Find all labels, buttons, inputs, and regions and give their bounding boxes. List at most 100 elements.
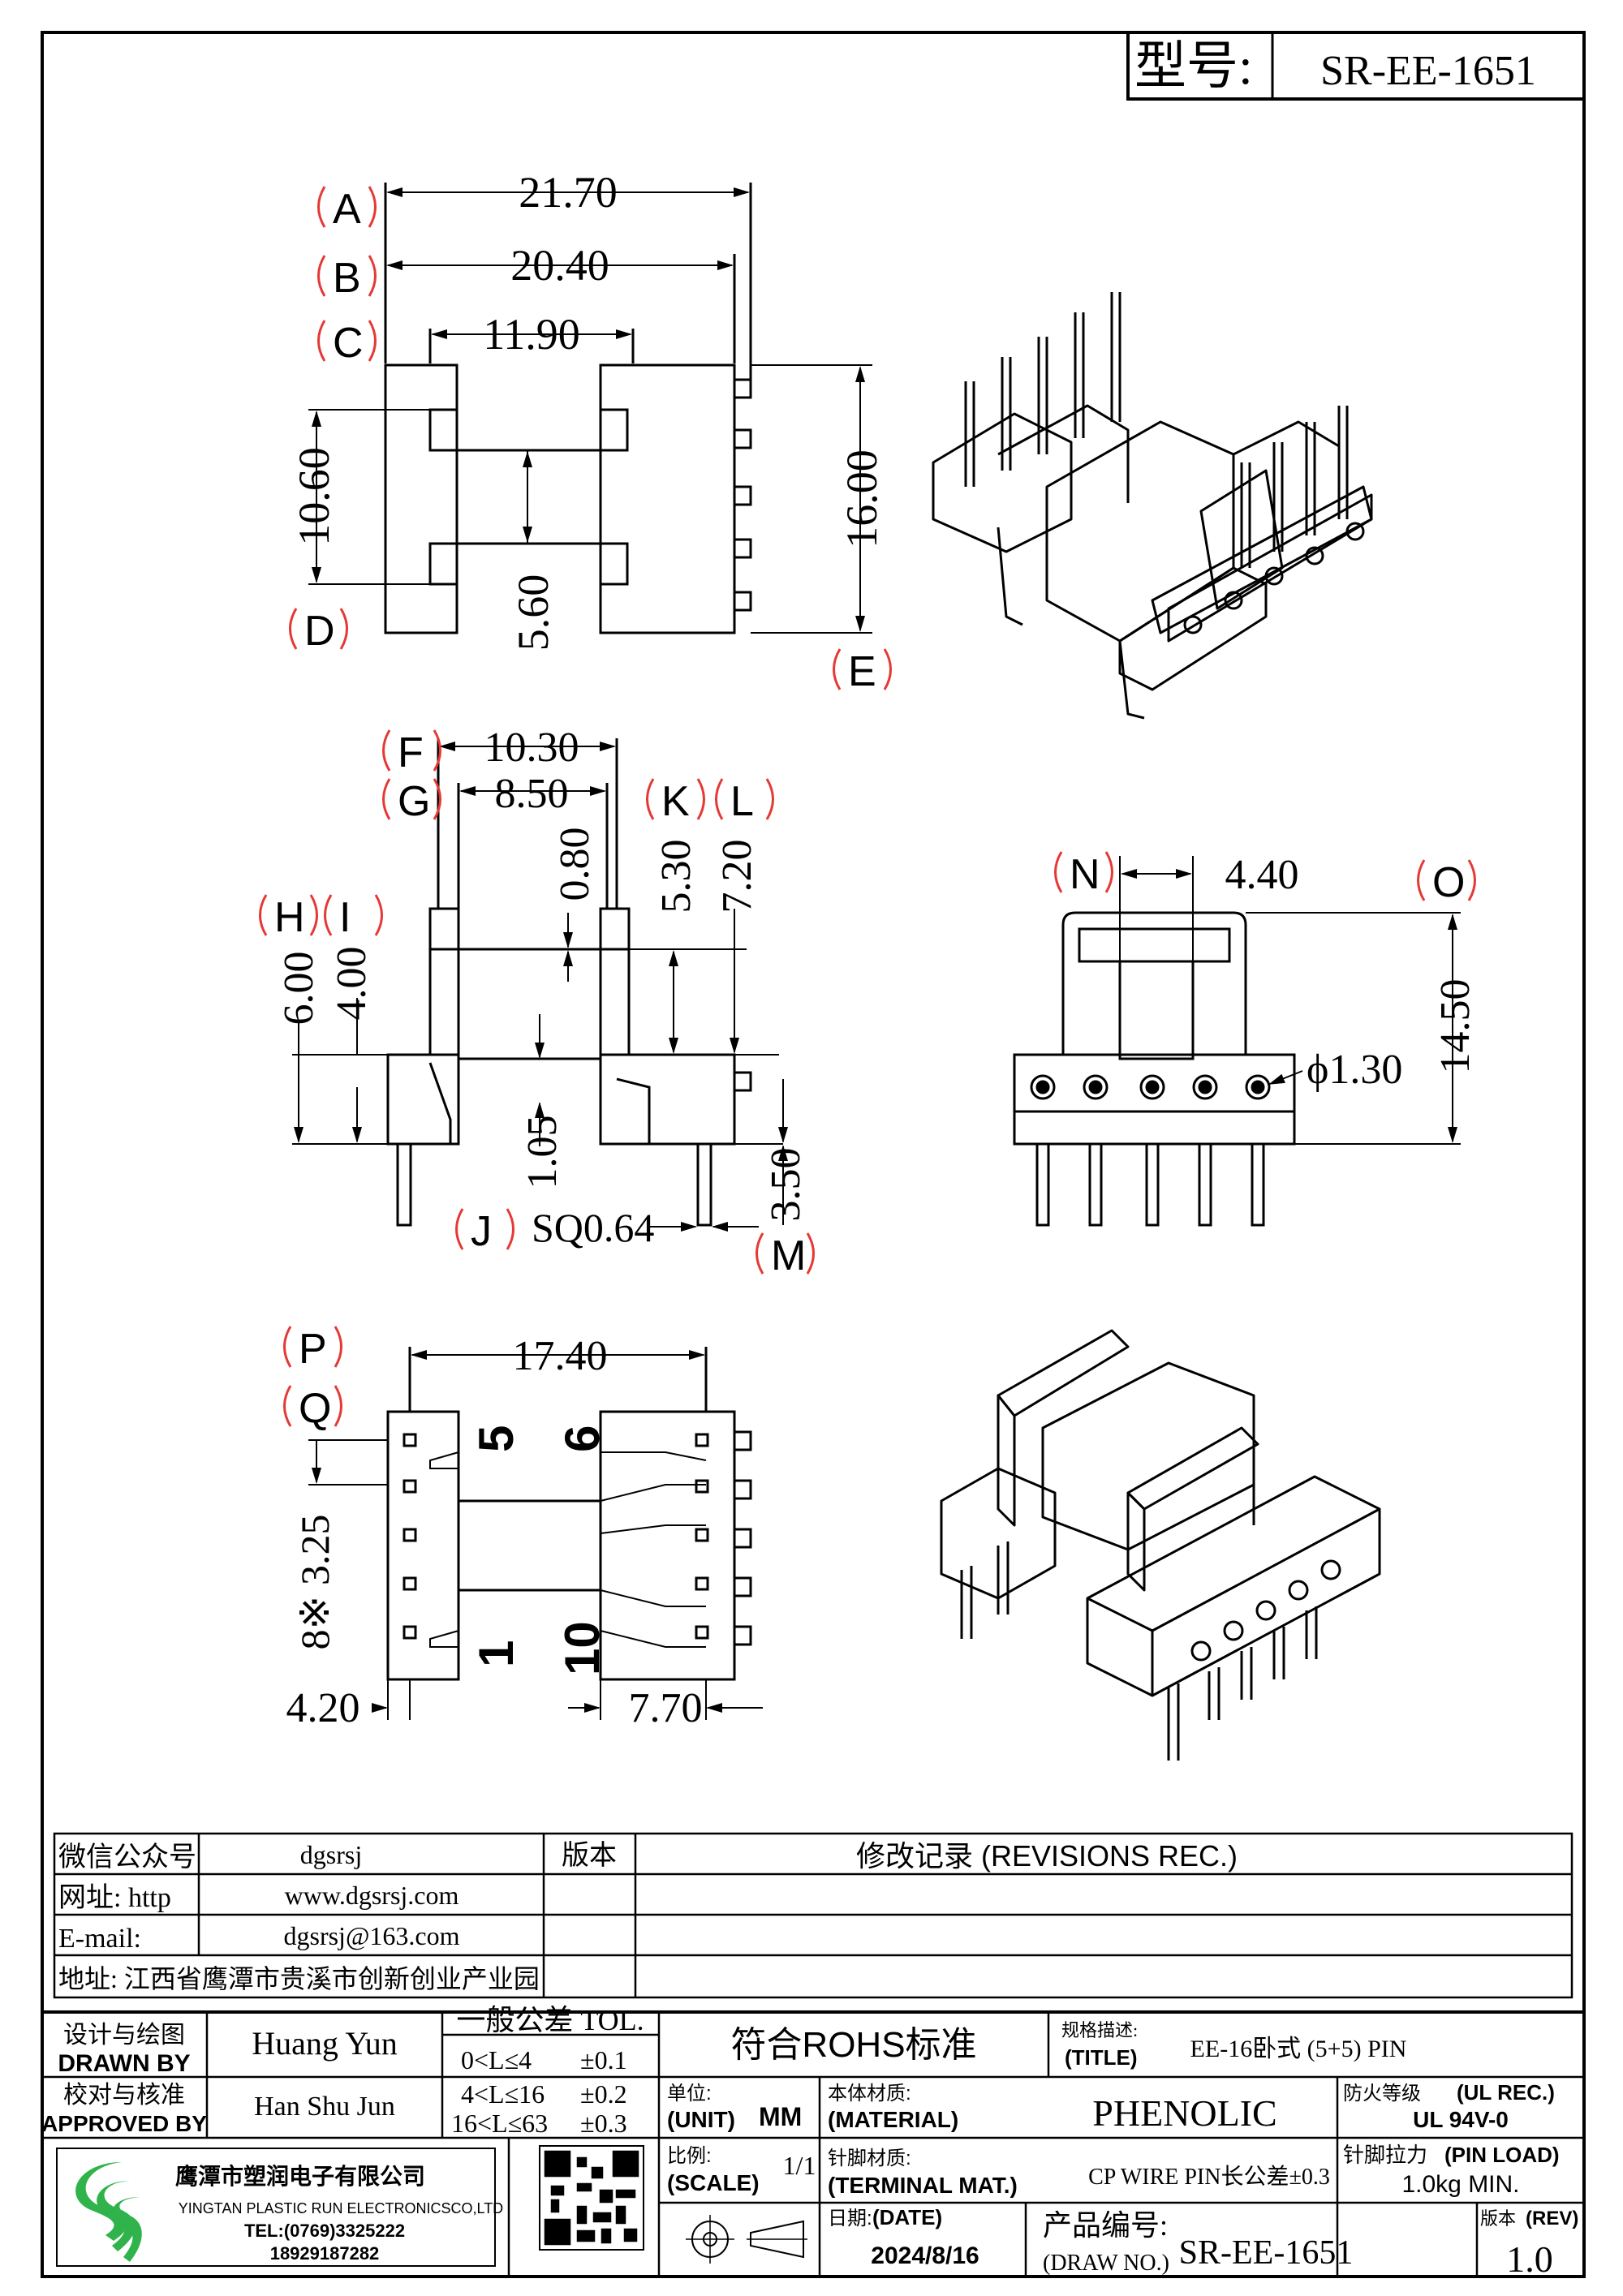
callout-c: C	[333, 320, 364, 367]
terminal-cn: 针脚材质:	[828, 2148, 911, 2169]
dim-a: 21.70	[519, 168, 618, 217]
dim-bot-left: 4.20	[286, 1685, 360, 1731]
tol-range-3: 16<L≤63	[451, 2109, 548, 2138]
dim-o: 14.50	[1432, 979, 1479, 1074]
dim-g: 8.50	[495, 771, 569, 817]
company-cn: 鹰潭市塑润电子有限公司	[175, 2163, 425, 2190]
material-en: (MATERIAL)	[828, 2107, 958, 2132]
address: 地址: 江西省鹰潭市贵溪市创新创业产业园	[58, 1964, 540, 1993]
tol-range-1: 0<L≤4	[461, 2045, 532, 2075]
callout-o: O	[1432, 859, 1465, 906]
wechat-value: dgsrsj	[300, 1840, 362, 1869]
drawn-cn: 设计与绘图	[63, 2022, 185, 2049]
drawno-cn: 产品编号:	[1043, 2209, 1168, 2242]
unit-en: (UNIT)	[667, 2107, 735, 2132]
tol-val-2: ±0.2	[580, 2079, 627, 2109]
pin-label-5: 5	[469, 1425, 523, 1452]
fire-en: (UL REC.)	[1457, 2080, 1555, 2105]
rev-en: (REV)	[1526, 2208, 1578, 2229]
isometric-view-bottom	[940, 1329, 1381, 1761]
approved-cn: 校对与核准	[63, 2082, 185, 2109]
front-view	[1013, 856, 1461, 1227]
drawno-value: SR-EE-1651	[1179, 2234, 1354, 2272]
title-en: (TITLE)	[1065, 2045, 1138, 2070]
terminal-en: (TERMINAL MAT.)	[828, 2173, 1018, 2198]
date-value: 2024/8/16	[871, 2242, 979, 2269]
dim-j: 1.05	[519, 1116, 566, 1189]
dim-p: 17.40	[513, 1333, 608, 1379]
side-view	[292, 738, 788, 1232]
dim-m: 3.50	[763, 1148, 809, 1222]
callout-g: G	[398, 778, 430, 825]
load-cn: 针脚拉力	[1343, 2143, 1427, 2167]
dim-dia: ϕ1.30	[1307, 1047, 1402, 1093]
callout-l: L	[730, 778, 754, 825]
tol-val-1: ±0.1	[580, 2045, 627, 2075]
fire-value: UL 94V-0	[1413, 2107, 1509, 2132]
company-mobile: 18929187282	[270, 2243, 380, 2264]
tol-range-2: 4<L≤16	[461, 2079, 545, 2109]
dim-q: 8※ 3.25	[292, 1515, 338, 1650]
dim-mid: 5.60	[509, 574, 558, 651]
pin-label-6: 6	[555, 1425, 609, 1452]
model-number: SR-EE-1651	[1320, 48, 1536, 94]
callout-brackets	[259, 186, 1476, 1427]
approved-name: Han Shu Jun	[254, 2092, 395, 2122]
callout-h: H	[274, 894, 305, 941]
dim-f: 10.30	[484, 724, 579, 771]
dim-n: 4.40	[1225, 852, 1299, 898]
dim-c: 11.90	[483, 310, 580, 359]
top-view	[308, 183, 872, 634]
web-label: 网址: http	[58, 1883, 171, 1913]
drawn-en: DRAWN BY	[58, 2050, 190, 2077]
drawn-name: Huang Yun	[252, 2025, 398, 2062]
callouts: A B C D E F G H I J K L M N O P Q	[274, 186, 1465, 1432]
drawno-en: (DRAW NO.)	[1043, 2251, 1169, 2276]
company-logo	[75, 2162, 142, 2262]
callout-i: I	[339, 894, 351, 941]
callout-a: A	[333, 186, 361, 233]
load-en: (PIN LOAD)	[1444, 2143, 1560, 2167]
fire-cn: 防火等级	[1343, 2083, 1421, 2105]
date-en: (DATE)	[872, 2205, 942, 2229]
dim-b: 20.40	[510, 241, 609, 290]
dim-k: 0.80	[552, 828, 598, 901]
scale-cn: 比例:	[667, 2145, 712, 2167]
model-label: 型号:	[1134, 37, 1253, 95]
title-block	[41, 2010, 1586, 2278]
email-value: dgsrsj@163.com	[283, 1921, 459, 1950]
dim-h: 6.00	[276, 952, 322, 1025]
material-cn: 本体材质:	[828, 2083, 911, 2105]
callout-f: F	[398, 729, 424, 776]
load-value: 1.0kg MIN.	[1401, 2171, 1519, 2198]
callout-q: Q	[299, 1385, 331, 1432]
callout-j: J	[471, 1208, 492, 1255]
email-label: E-mail:	[58, 1924, 141, 1954]
company-en: YINGTAN PLASTIC RUN ELECTRONICSCO,LTD	[179, 2200, 503, 2216]
callout-n: N	[1070, 851, 1100, 898]
title-cn: 规格描述:	[1061, 2020, 1138, 2040]
dim-e: 16.00	[837, 449, 886, 548]
revisions-title: 修改记录 (REVISIONS REC.)	[856, 1839, 1238, 1872]
approved-en: APPROVED BY	[41, 2111, 207, 2136]
rev-value: 1.0	[1506, 2238, 1553, 2280]
version-label: 版本	[562, 1840, 617, 1871]
date-cn: 日期:	[828, 2208, 872, 2229]
tol-val-3: ±0.3	[580, 2109, 627, 2138]
rohs-statement: 符合ROHS标准	[730, 2025, 976, 2065]
callout-e: E	[848, 648, 876, 695]
info-table	[53, 1832, 1573, 1999]
dim-d: 10.60	[290, 447, 338, 546]
tol-title: 一般公差 TOL.	[456, 2004, 644, 2036]
scale-en: (SCALE)	[667, 2170, 760, 2195]
model-box	[1126, 31, 1586, 101]
dim-i: 4.00	[329, 947, 375, 1021]
callout-d: D	[304, 608, 335, 655]
wechat-label: 微信公众号	[58, 1842, 196, 1872]
dim-l: 7.20	[714, 840, 760, 914]
callout-b: B	[333, 255, 361, 302]
dim-sq: SQ0.64	[532, 1205, 654, 1250]
unit-value: MM	[759, 2102, 802, 2131]
isometric-view-top	[932, 292, 1373, 720]
